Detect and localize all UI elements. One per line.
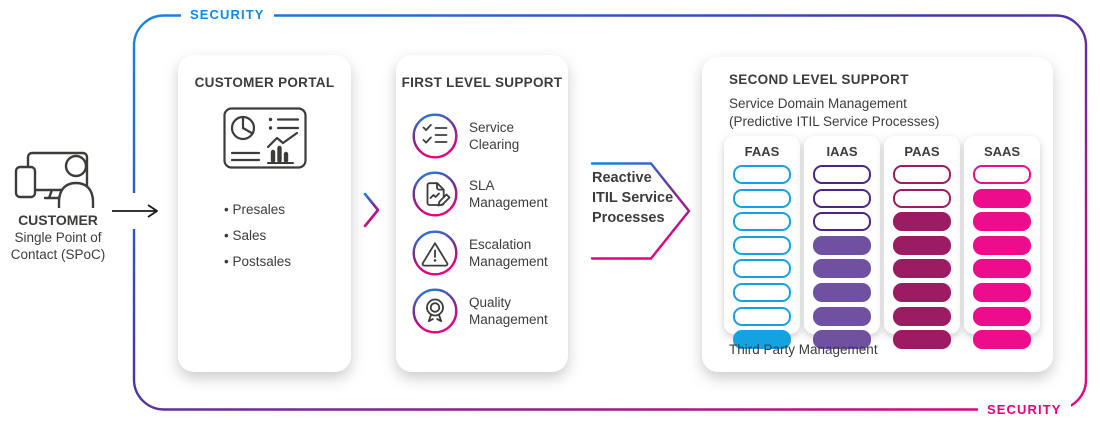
pill-fill (893, 212, 951, 232)
security-label-top: SECURITY (181, 7, 274, 22)
pill-fill (813, 235, 871, 255)
service-clearing-label: Service Clearing (469, 120, 520, 152)
customer-icon (14, 151, 95, 208)
pill-fill (893, 330, 951, 350)
paas-column: PAAS (884, 136, 960, 350)
pill-fill (973, 235, 1031, 255)
paas-pills (884, 165, 960, 350)
service-clearing-row: Service Clearing (411, 112, 564, 160)
pill-fill (893, 306, 951, 326)
reactive-arrow-label: Reactive ITIL Service Processes (592, 170, 674, 226)
pill-outline (973, 165, 1031, 184)
pill-fill (813, 306, 871, 326)
quality-medal-icon (412, 288, 458, 334)
dashboard-icon (222, 107, 307, 169)
paas-label: PAAS (904, 144, 940, 159)
pill-outline (733, 259, 791, 279)
customer-title: CUSTOMER (18, 212, 98, 228)
escalation-management-row: Escalation Management (411, 229, 564, 277)
customer-arrow (112, 204, 158, 218)
pill-outline (813, 212, 871, 232)
pill-fill (813, 330, 871, 350)
sla-management-row: SLA Management (411, 170, 564, 218)
pill-outline (813, 188, 871, 208)
faas-column: FAAS (724, 136, 800, 350)
saas-pills (964, 165, 1040, 350)
chevron-right-icon (363, 192, 380, 228)
list-item: Presales (224, 197, 291, 223)
first-level-title: FIRST LEVEL SUPPORT (401, 75, 563, 90)
second-level-title: SECOND LEVEL SUPPORT (729, 72, 909, 87)
border-gap (124, 193, 144, 229)
pill-fill (893, 259, 951, 279)
service-domain-subtitle: Service Domain Management (Predictive IT… (729, 96, 940, 129)
pill-fill (973, 212, 1031, 232)
faas-label: FAAS (744, 144, 780, 159)
pill-outline (893, 188, 951, 208)
service-columns: FAAS IAAS PAAS SAAS (724, 136, 1040, 350)
list-item: Sales (224, 223, 291, 249)
saas-column: SAAS (964, 136, 1040, 350)
pill-fill (973, 306, 1031, 326)
customer-portal-card: CUSTOMER PORTAL Presales Sales Postsales (178, 55, 351, 372)
pill-outline (733, 235, 791, 255)
first-level-support-card: FIRST LEVEL SUPPORT Service Clearing (396, 55, 568, 372)
escalation-management-label: Escalation Management (469, 237, 548, 269)
pill-fill (973, 259, 1031, 279)
pill-fill (893, 282, 951, 302)
quality-management-row: Quality Management (411, 287, 564, 335)
pill-outline (733, 212, 791, 232)
pill-fill (973, 282, 1031, 302)
security-label-bottom: SECURITY (978, 402, 1071, 417)
pill-outline (733, 165, 791, 184)
pill-outline (733, 306, 791, 326)
pill-fill (813, 259, 871, 279)
warning-triangle-icon (412, 230, 458, 276)
portal-service-list: Presales Sales Postsales (224, 197, 291, 275)
pill-outline (733, 188, 791, 208)
pill-outline (733, 282, 791, 302)
customer-portal-title: CUSTOMER PORTAL (194, 75, 335, 90)
quality-management-label: Quality Management (469, 295, 548, 327)
pill-fill (813, 282, 871, 302)
list-item: Postsales (224, 249, 291, 275)
customer-block: CUSTOMER Single Point of Contact (SPoC) (0, 150, 116, 263)
reactive-arrow-shape (590, 162, 691, 260)
faas-pills (724, 165, 800, 350)
iaas-column: IAAS (804, 136, 880, 350)
pill-fill (893, 235, 951, 255)
third-party-management-label: Third Party Management (729, 342, 878, 357)
pill-fill (973, 330, 1031, 350)
document-edit-icon (412, 171, 458, 217)
saas-label: SAAS (983, 144, 1021, 159)
pill-fill (973, 188, 1031, 208)
pill-outline (893, 165, 951, 184)
checklist-icon (412, 113, 458, 159)
iaas-pills (804, 165, 880, 350)
pill-outline (813, 165, 871, 184)
second-level-support-card: SECOND LEVEL SUPPORT Service Domain Mana… (702, 57, 1053, 372)
sla-management-label: SLA Management (469, 178, 548, 210)
customer-subtitle: Single Point of Contact (SPoC) (10, 230, 106, 262)
pill-fill (733, 330, 791, 350)
iaas-label: IAAS (826, 144, 858, 159)
